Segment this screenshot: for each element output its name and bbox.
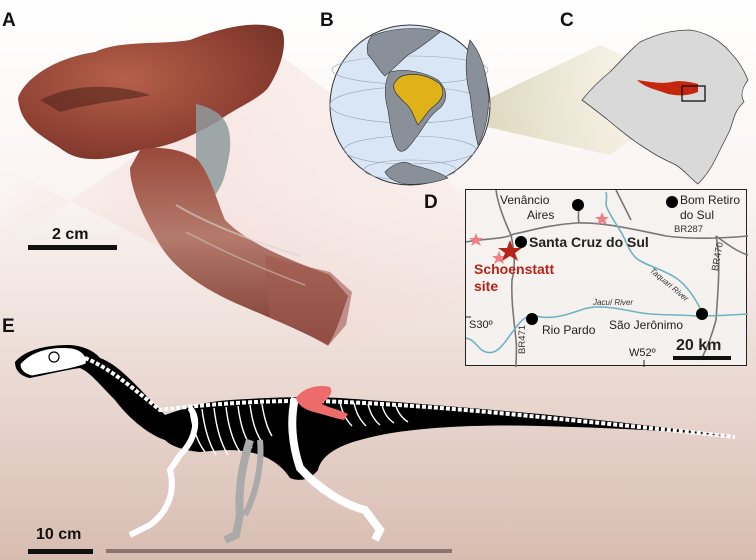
city-dot-rio-pardo	[526, 313, 538, 325]
city-label-sao-jeronimo: São Jerônimo	[609, 318, 684, 332]
city-label-aires: Aires	[527, 208, 555, 222]
ground-line	[106, 549, 452, 553]
locality-map: Venâncio Aires Bom Retiro do Sul Santa C…	[465, 189, 748, 367]
outcrop-belt	[637, 80, 698, 96]
panel-label-b: B	[320, 10, 334, 31]
city-dot-sao-jeronimo	[696, 308, 708, 320]
city-label-bom-retiro: Bom Retiro	[680, 193, 741, 207]
scale-bar-a	[28, 245, 117, 250]
city-dot-bom-retiro	[666, 196, 678, 208]
river-label-jacui: Jacuí River	[593, 298, 634, 307]
locality-box	[681, 85, 706, 102]
panel-label-c: C	[560, 10, 574, 31]
brazil-highlight	[393, 74, 444, 126]
city-dot-venancio-aires	[572, 199, 584, 211]
scale-label-a: 2 cm	[52, 226, 89, 243]
fossil-bone-photo	[18, 24, 352, 346]
road-label-br471: BR471	[517, 324, 528, 354]
scale-bar-e	[28, 549, 93, 554]
longitude-label: W52º	[629, 347, 656, 359]
scale-bar-d	[673, 356, 731, 360]
globe	[329, 24, 491, 186]
city-label-rio-pardo: Rio Pardo	[542, 323, 596, 337]
city-label-do-sul: do Sul	[680, 208, 715, 222]
dinosaur-skeleton	[15, 345, 736, 544]
scale-label-d: 20 km	[676, 337, 722, 354]
panel-label-a: A	[2, 10, 16, 31]
city-label-venancio: Venâncio	[500, 193, 550, 207]
panel-label-e: E	[2, 316, 15, 337]
city-dot-santa-cruz	[515, 236, 527, 248]
schoenstatt-star	[498, 240, 522, 261]
latitude-label: S30º	[469, 319, 493, 331]
state-map	[581, 29, 749, 185]
map-lines	[466, 190, 748, 367]
city-label-santa-cruz: Santa Cruz do Sul	[529, 234, 649, 250]
road-label-br287: BR287	[674, 224, 704, 235]
site-label-line1: Schoenstatt	[474, 261, 555, 277]
panel-label-d: D	[424, 192, 438, 213]
site-label-line2: site	[474, 278, 499, 294]
scale-label-e: 10 cm	[36, 526, 82, 543]
ilium-highlight	[296, 386, 348, 420]
